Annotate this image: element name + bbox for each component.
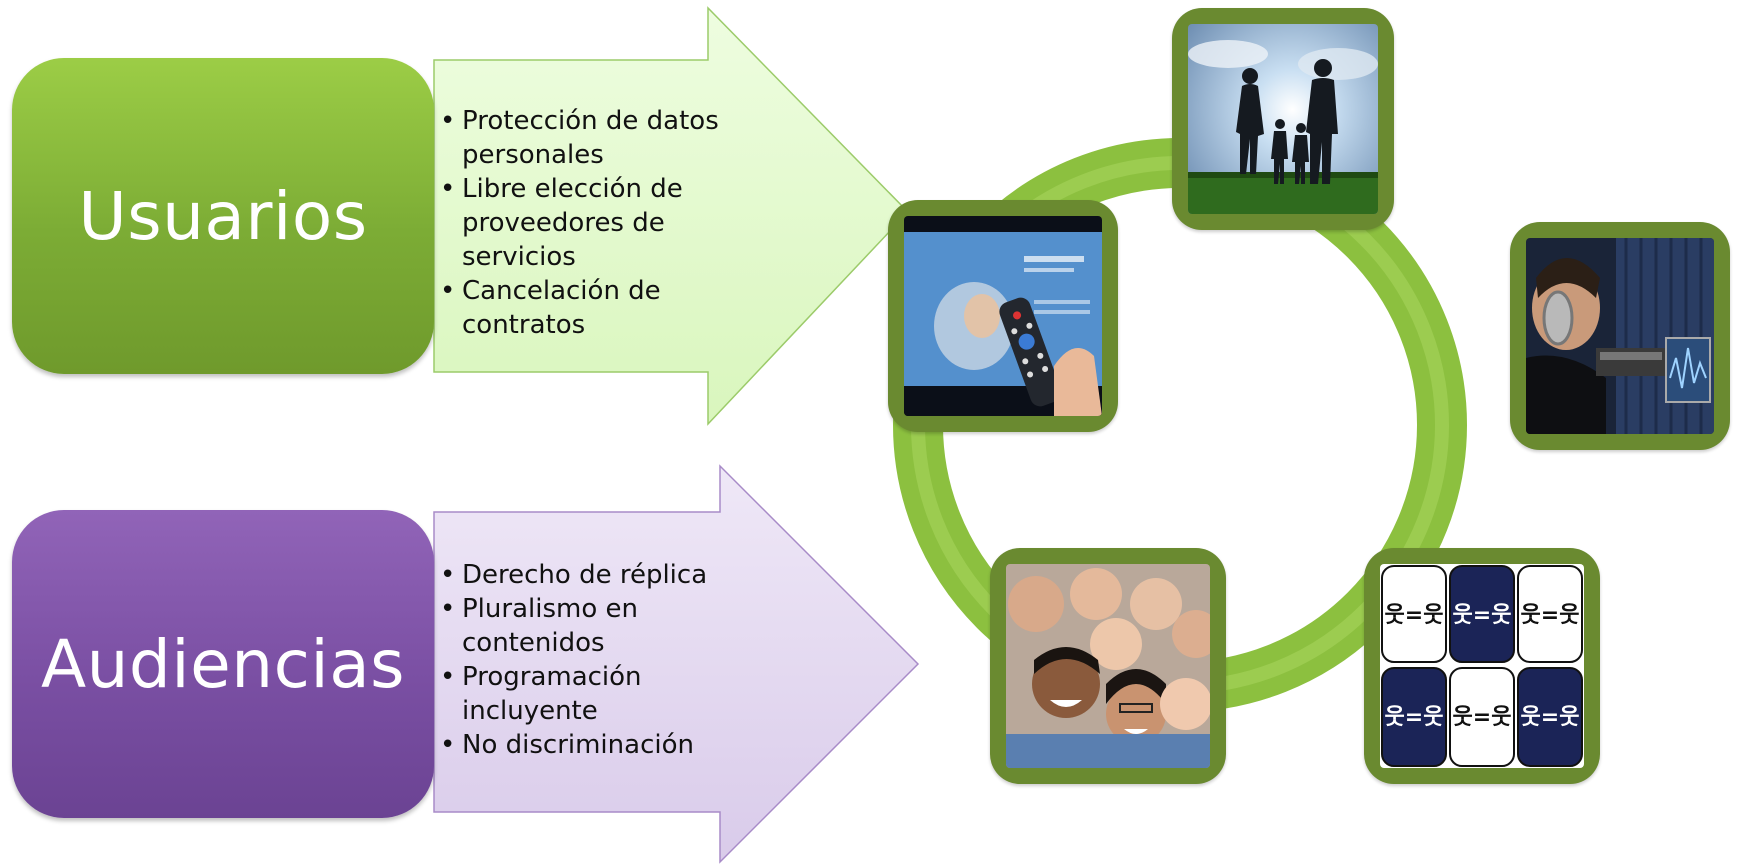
audiencias-bullet-list: Derecho de réplica Pluralismo en conteni… [438,558,738,762]
audiencias-box: Audiencias [12,510,434,818]
tile-equality: 웃=웃 웃=웃 웃=웃 웃=웃 웃=웃 웃=웃 [1364,548,1600,784]
list-item: Pluralismo en contenidos [438,592,738,660]
svg-text:웃=웃: 웃=웃 [1385,705,1444,730]
svg-text:웃=웃: 웃=웃 [1453,603,1512,628]
svg-text:웃=웃: 웃=웃 [1453,705,1512,730]
tv-remote-image [904,216,1102,416]
smiling-crowd-image [1006,564,1210,768]
list-item: Protección de datos personales [438,104,738,172]
list-item: No discriminación [438,728,738,762]
usuarios-box: Usuarios [12,58,434,374]
svg-text:웃=웃: 웃=웃 [1521,705,1580,730]
radio-host-image [1526,238,1714,434]
tile-tv [888,200,1118,432]
list-item: Libre elección de proveedores de servici… [438,172,738,274]
equality-pictograms-image: 웃=웃 웃=웃 웃=웃 웃=웃 웃=웃 웃=웃 [1380,564,1584,768]
list-item: Cancelación de contratos [438,274,738,342]
tile-family [1172,8,1394,230]
usuarios-title: Usuarios [78,177,368,255]
tile-radio [1510,222,1730,450]
list-item: Programación incluyente [438,660,738,728]
usuarios-bullet-list: Protección de datos personales Libre ele… [438,104,738,342]
list-item: Derecho de réplica [438,558,738,592]
family-silhouette-image [1188,24,1378,214]
tile-crowd [990,548,1226,784]
audiencias-title: Audiencias [40,625,406,703]
svg-text:웃=웃: 웃=웃 [1521,603,1580,628]
svg-text:웃=웃: 웃=웃 [1385,603,1444,628]
